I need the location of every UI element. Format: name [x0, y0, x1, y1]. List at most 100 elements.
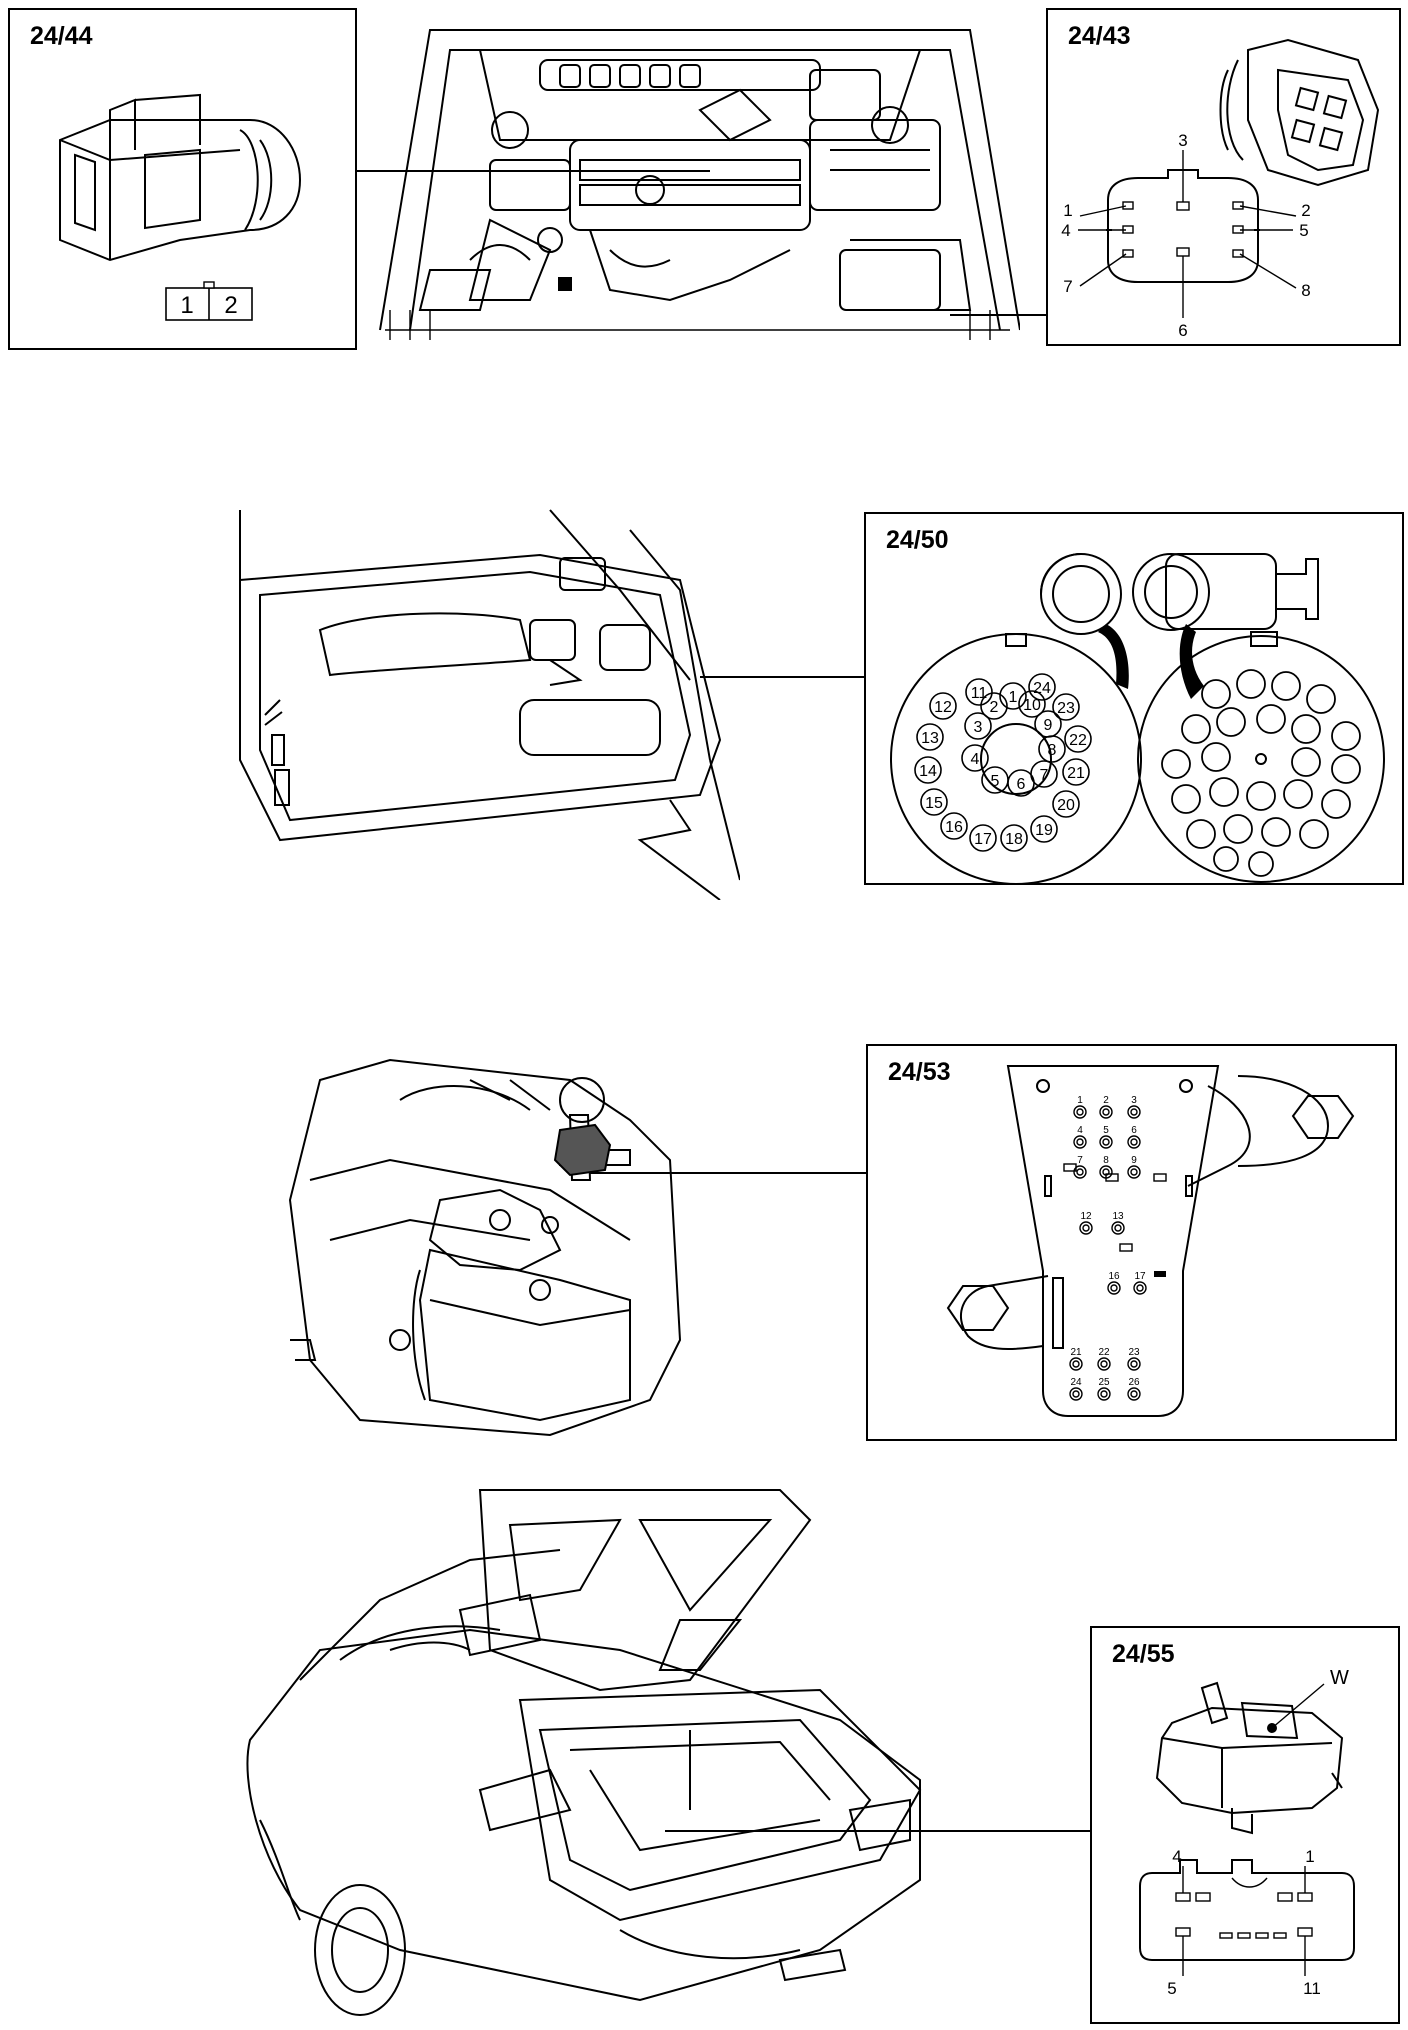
connector-24-55-pin: 5 [1167, 1979, 1176, 1998]
connector-24-53-pin: 5 [1103, 1125, 1109, 1136]
connector-box-24-43: 24/43 [1046, 8, 1401, 346]
connector-24-53-pin: 23 [1128, 1347, 1140, 1358]
connector-24-50-pin-socket [969, 824, 997, 852]
connector-24-55-title: 24/55 [1112, 1640, 1175, 1668]
door-panel-illustration [239, 509, 740, 900]
connector-24-53-pin-socket [1133, 1281, 1147, 1295]
connector-24-53-pin-core [1130, 1108, 1138, 1116]
connector-24-53-pin: 9 [1131, 1155, 1137, 1166]
connector-24-50-pin: 20 [1057, 797, 1075, 814]
connector-24-50-pin: 23 [1057, 700, 1075, 717]
connector-24-50-pin-socket [999, 682, 1027, 710]
connector-24-50-pin-socket [1018, 690, 1046, 718]
connector-24-50-pin-socket [1064, 725, 1092, 753]
connector-24-55-pin: 1 [1305, 1847, 1314, 1866]
connector-24-50-pin: 13 [921, 730, 939, 747]
connector-24-50-pin-socket [1030, 760, 1058, 788]
connector-box-24-55: 24/55 W [1090, 1626, 1400, 2024]
connector-24-55-wire-label: W [1330, 1667, 1349, 1689]
connector-box-24-44: 24/44 1 2 [8, 8, 357, 350]
connector-24-53-pin-core [1110, 1284, 1118, 1292]
connector-24-44-title: 24/44 [30, 22, 93, 50]
connector-24-50-pin-socket [920, 788, 948, 816]
connector-24-53-pin-socket [1099, 1165, 1113, 1179]
connector-24-53-pin-socket [1127, 1387, 1141, 1401]
connector-24-50-pin-socket [916, 723, 944, 751]
connector-24-50-pin: 6 [1017, 776, 1026, 793]
connector-24-50-pin: 14 [919, 763, 937, 780]
connector-24-53-pin: 16 [1108, 1271, 1120, 1282]
connector-24-53-pin: 4 [1077, 1125, 1083, 1136]
connector-24-50-pin: 24 [1033, 680, 1051, 697]
connector-24-53-pin: 6 [1131, 1125, 1137, 1136]
leader-line-24-44 [357, 170, 710, 172]
connector-24-50-pin-socket [980, 692, 1008, 720]
connector-24-44-pin-diagram: 1 2 [165, 281, 253, 321]
connector-24-53-pin-core [1076, 1108, 1084, 1116]
connector-24-53-pin-socket [1069, 1357, 1083, 1371]
connector-24-53-pin-socket [1099, 1105, 1113, 1119]
leader-line-24-43 [950, 314, 1046, 316]
connector-24-43-pin: 2 [1301, 201, 1310, 220]
connector-24-50-pin: 8 [1048, 742, 1057, 759]
connector-24-50-pin: 5 [991, 773, 1000, 790]
connector-24-50-pin: 1 [1009, 689, 1018, 706]
connector-24-55-drawing: W 4 1 5 11 [1139, 1667, 1355, 1998]
connector-24-50-pin: 4 [971, 751, 980, 768]
connector-24-53-pin: 13 [1112, 1211, 1124, 1222]
connector-24-53-pin-socket [1111, 1221, 1125, 1235]
connector-24-43-pin: 5 [1299, 221, 1308, 240]
connector-24-50-pin: 11 [971, 685, 988, 702]
connector-24-50-pin: 19 [1035, 822, 1053, 839]
connector-24-53-pin-core [1136, 1284, 1144, 1292]
connector-24-53-pin: 26 [1128, 1377, 1140, 1388]
leader-line-24-53 [590, 1172, 866, 1174]
connector-24-53-pin-socket [1127, 1135, 1141, 1149]
leader-line-24-50 [700, 676, 864, 678]
connector-24-53-pin-core [1082, 1224, 1090, 1232]
connector-24-43-pin: 3 [1178, 131, 1187, 150]
connector-24-50-pin-socket [929, 692, 957, 720]
connector-24-53-pin-socket [1073, 1165, 1087, 1179]
connector-24-50-pin: 9 [1044, 717, 1053, 734]
connector-24-53-pin-core [1100, 1390, 1108, 1398]
connector-24-50-pin: 15 [925, 795, 943, 812]
connector-24-53-pin: 12 [1080, 1211, 1092, 1222]
connector-24-43-drawing [1219, 38, 1380, 187]
connector-24-43-pin-diagram: 1 2 3 4 5 6 7 8 [1061, 131, 1310, 340]
connector-24-55-pin: 11 [1303, 1979, 1321, 1998]
connector-24-53-pin-socket [1073, 1135, 1087, 1149]
connector-24-53-pin-core [1076, 1138, 1084, 1146]
connector-24-50-pin-socket [965, 678, 993, 706]
connector-24-50-pin: 12 [934, 699, 952, 716]
connector-24-43-pin: 8 [1301, 281, 1310, 300]
connector-box-24-50: 24/50 [864, 512, 1404, 885]
connector-24-53-pin-core [1102, 1168, 1110, 1176]
connector-24-50-pin-socket [1000, 824, 1028, 852]
connector-24-43-title: 24/43 [1068, 22, 1131, 50]
connector-24-50-pin-socket [1052, 790, 1080, 818]
connector-24-53-pin-core [1072, 1390, 1080, 1398]
connector-24-53-pin-core [1130, 1390, 1138, 1398]
connector-24-50-pin-socket [1062, 758, 1090, 786]
connector-24-50-title: 24/50 [886, 526, 949, 554]
connector-24-53-pin-socket [1107, 1281, 1121, 1295]
connector-24-53-pin-core [1072, 1360, 1080, 1368]
connector-24-50-pin: 10 [1023, 697, 1041, 714]
connector-24-53-pin: 7 [1077, 1155, 1083, 1166]
connector-24-53-pin-core [1114, 1224, 1122, 1232]
connector-24-43-pin: 6 [1178, 321, 1187, 340]
connector-24-53-pin-socket [1127, 1357, 1141, 1371]
connector-24-50-pin: 22 [1069, 732, 1087, 749]
connector-24-53-pin: 24 [1070, 1377, 1082, 1388]
connector-24-53-pin: 8 [1103, 1155, 1109, 1166]
connector-24-53-pin-socket [1099, 1135, 1113, 1149]
connector-24-44-pin: 2 [224, 292, 237, 319]
connector-24-43-pin: 1 [1063, 201, 1072, 220]
connector-24-50-pin: 3 [974, 719, 983, 736]
connector-24-53-pin-core [1100, 1360, 1108, 1368]
connector-24-43-pin: 4 [1061, 221, 1070, 240]
